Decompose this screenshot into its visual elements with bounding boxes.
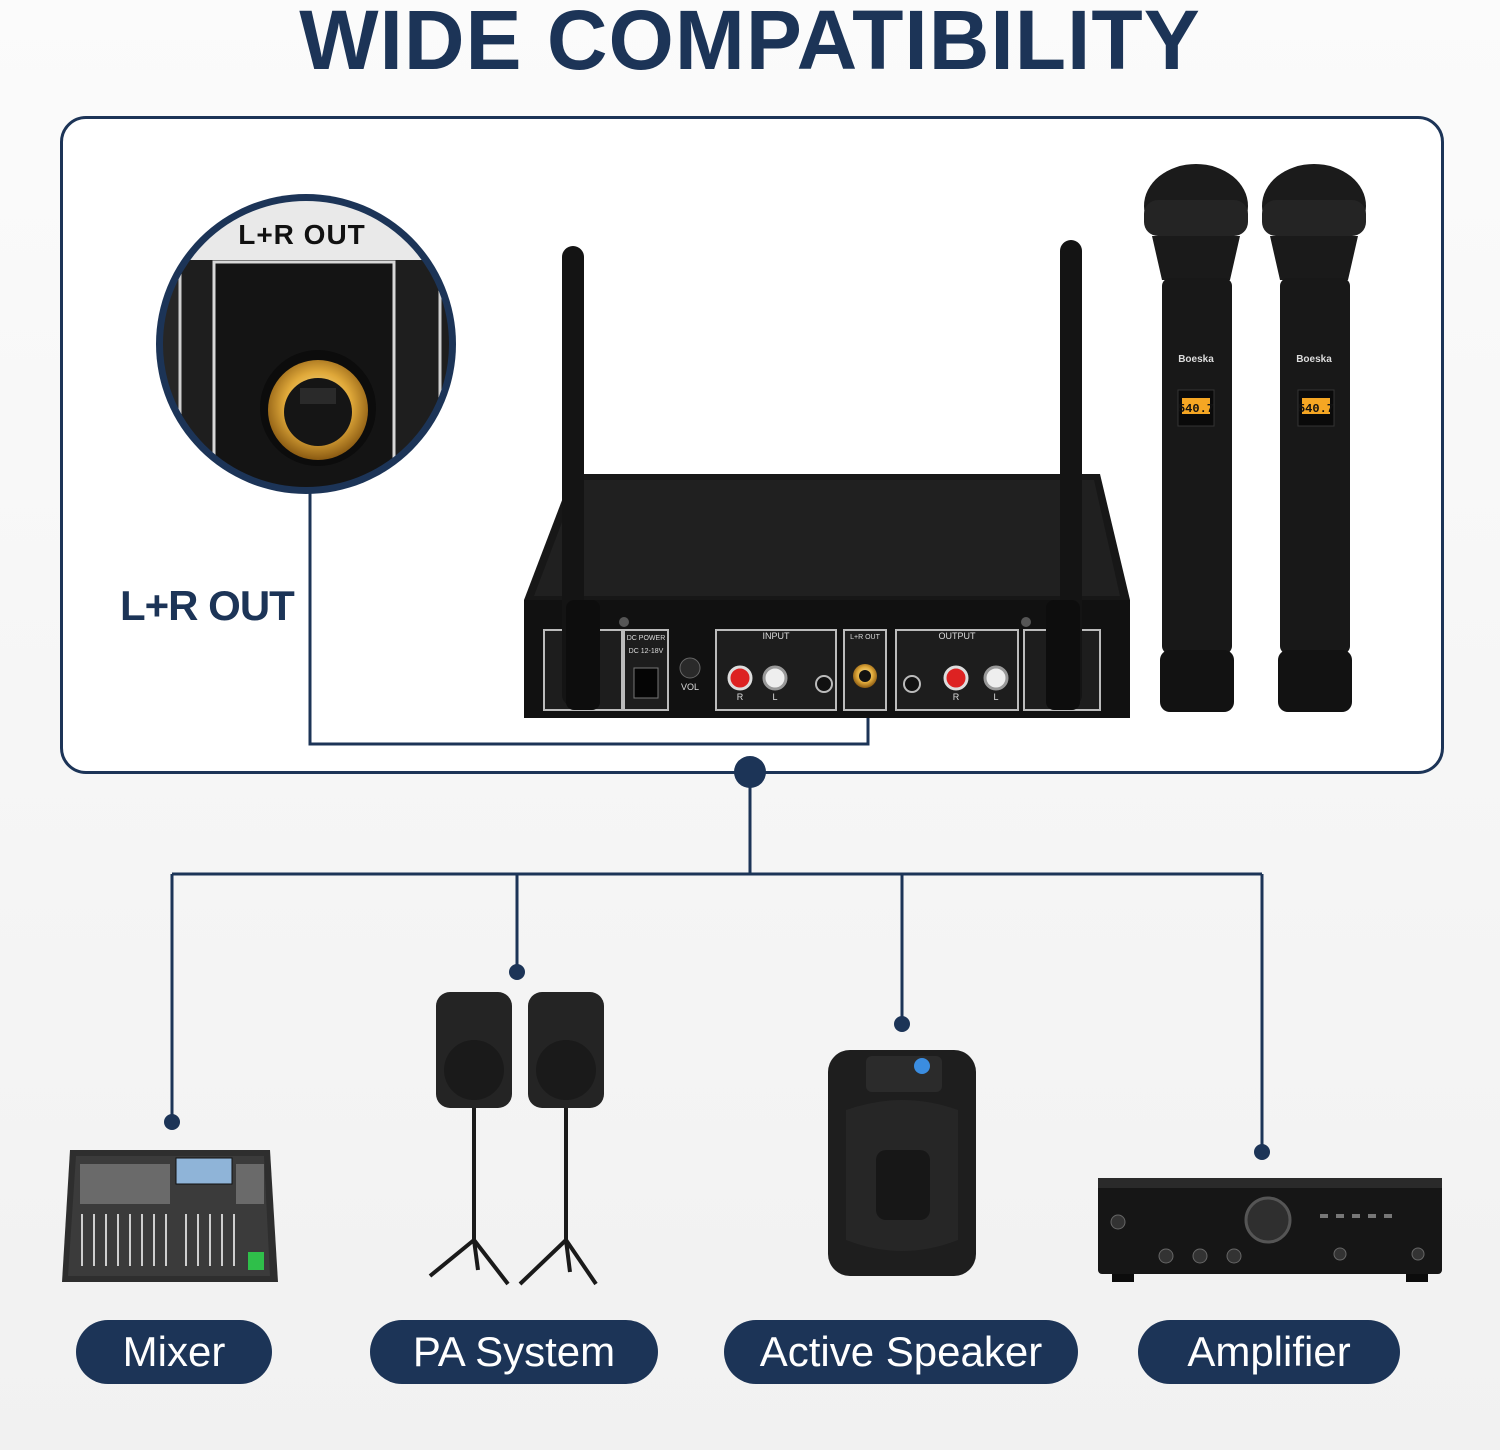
connection-node (894, 1016, 910, 1032)
receiver-label-input-l: L (772, 692, 777, 702)
microphone-icon (1262, 164, 1366, 712)
connection-node (509, 964, 525, 980)
mixer-icon (62, 1150, 278, 1282)
connection-node (734, 756, 766, 788)
receiver-label-output-l: L (993, 692, 998, 702)
mic-brand-right: Boeska (1296, 354, 1332, 365)
mic-display-left: 540.7 (1178, 402, 1214, 416)
zoom-jack-label: L+R OUT (238, 219, 366, 250)
antenna-icon (562, 246, 600, 710)
receiver-label-input-r: R (737, 692, 744, 702)
receiver-label-dc-power: DC POWER (627, 635, 666, 642)
device-label-amplifier: Amplifier (1138, 1320, 1400, 1384)
device-label-mixer: Mixer (76, 1320, 272, 1384)
receiver-label-vol: VOL (681, 682, 699, 692)
pa-speakers-icon (428, 992, 604, 1286)
receiver-label-input: INPUT (763, 631, 791, 641)
receiver-label-output: OUTPUT (939, 631, 977, 641)
mic-brand-left: Boeska (1178, 354, 1214, 365)
antenna-icon (1046, 240, 1082, 710)
connection-node (164, 1114, 180, 1130)
device-label-pa-system: PA System (370, 1320, 658, 1384)
connection-node (1254, 1144, 1270, 1160)
microphone-icon (1144, 164, 1248, 712)
connection-tree (170, 772, 1264, 1152)
receiver-label-lr-out: L+R OUT (850, 634, 880, 641)
receiver-label-output-r: R (953, 692, 960, 702)
amplifier-icon (1098, 1178, 1442, 1282)
receiver-label-dc-spec: DC 12-18V (629, 648, 664, 655)
active-speaker-icon (828, 1050, 976, 1276)
device-label-active-speaker: Active Speaker (724, 1320, 1078, 1384)
jack-pointer-line (308, 492, 870, 746)
mic-display-right: 540.7 (1298, 402, 1334, 416)
lr-out-label: L+R OUT (120, 582, 295, 629)
page-title: WIDE COMPATIBILITY (299, 0, 1201, 87)
wireless-receiver-icon (524, 474, 1130, 718)
